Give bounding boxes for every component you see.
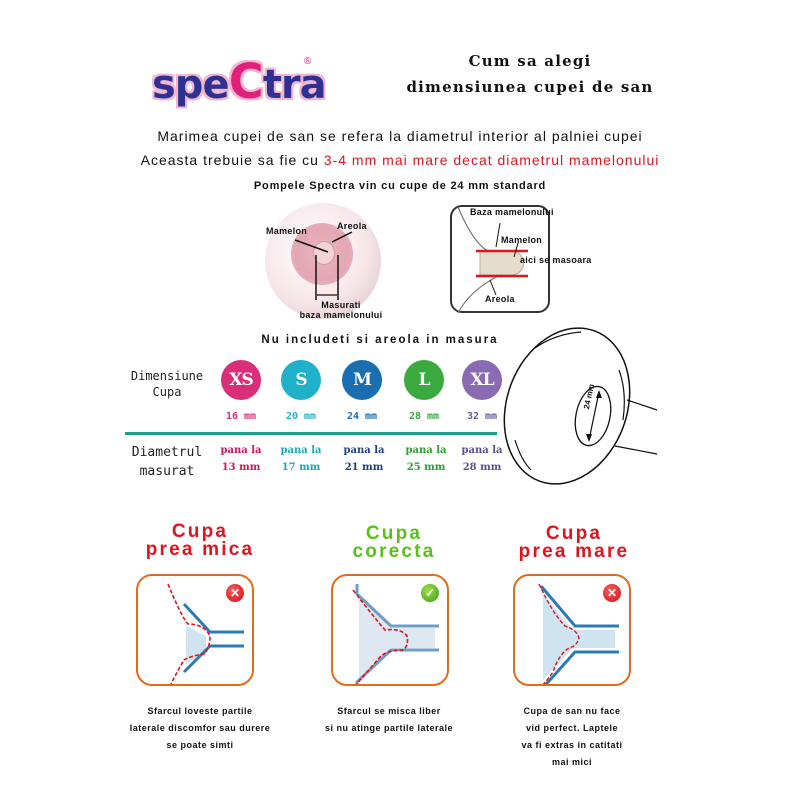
- incorrect-icon: ✕: [226, 584, 244, 602]
- flange-diagram-too-large: [536, 583, 619, 692]
- size-diameter-xl: 32 mm: [466, 411, 498, 422]
- measured-diameter-label: Diametrul masurat: [131, 445, 203, 479]
- breast-front-diagram: [265, 203, 381, 319]
- label-profile-areola: Areola: [485, 294, 515, 304]
- size-diameter-s: 20 mm: [285, 411, 317, 422]
- fit-box-too-large: ✕: [513, 574, 631, 692]
- page-title: Cum sa alegi dimensiunea cupei de san: [406, 52, 654, 96]
- label-nipple-base: Baza mamelonului: [470, 207, 554, 217]
- breast-profile-diagram: [450, 205, 550, 313]
- label-measure-here: aici se masoara: [520, 255, 592, 265]
- intro-line-2: Aceasta trebuie sa fie cu 3-4 mm mai mar…: [140, 152, 660, 168]
- size-circle-s: S: [281, 360, 321, 400]
- profile-diagram-drawing: [457, 206, 528, 314]
- label-measure: Masurati baza mamelonului: [299, 300, 383, 320]
- size-diameter-m: 24 mm: [346, 411, 378, 422]
- fit-box-too-small: ✕: [136, 574, 254, 687]
- registered-mark: ®: [304, 56, 312, 67]
- size-circle-m: M: [342, 360, 382, 400]
- size-diameter-xs: 16 mm: [225, 411, 257, 422]
- size-circle-xl: XL: [462, 360, 502, 400]
- nipple-shape: [313, 241, 335, 265]
- flange-diagram-too-small: [167, 583, 244, 687]
- size-diameter-l: 28 mm: [408, 411, 440, 422]
- flange-illustration: [503, 327, 658, 485]
- correct-icon: ✓: [421, 584, 439, 602]
- size-circle-l: L: [404, 360, 444, 400]
- label-nipple: Mamelon: [266, 226, 308, 236]
- incorrect-icon: ✕: [603, 584, 621, 602]
- table-divider: [125, 432, 497, 435]
- spectra-logo: speCtra ®: [148, 52, 327, 110]
- size-circle-xs: XS: [221, 360, 261, 400]
- cup-size-label: Dimensiune Cupa: [130, 369, 204, 399]
- intro-line-1: Marimea cupei de san se refera la diamet…: [157, 128, 643, 144]
- front-diagram-pointers: [294, 231, 353, 300]
- fit-box-correct: ✓: [331, 574, 449, 694]
- label-areola: Areola: [337, 221, 367, 231]
- label-profile-nipple: Mamelon: [501, 235, 543, 245]
- highlight-text: 3-4 mm mai mare decat diametrul mamelonu…: [323, 152, 660, 168]
- areola-note: Nu includeti si areola in masura: [261, 334, 499, 346]
- intro-line-3: Pompele Spectra vin cu cupe de 24 mm sta…: [253, 180, 547, 192]
- logo-wordmark: speCtra: [152, 54, 327, 110]
